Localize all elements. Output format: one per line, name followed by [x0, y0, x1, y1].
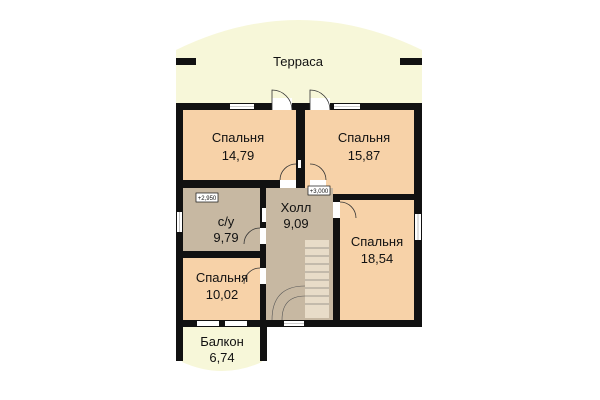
bedroom-2-name: Спальня [338, 130, 390, 145]
door-terrace-right [309, 89, 331, 111]
terrace-area [176, 20, 422, 103]
bathroom-name: с/у [218, 214, 235, 229]
svg-text:+3,000: +3,000 [310, 189, 329, 195]
hall-name: Холл [281, 200, 312, 215]
wall-niche [262, 208, 266, 222]
balcony-area-label: 6,74 [209, 350, 234, 365]
door-bedroom-2 [309, 163, 327, 188]
room-bedroom-1 [183, 110, 296, 180]
door-bathroom [243, 227, 266, 245]
terrace-label: Терраса [273, 54, 324, 69]
door-terrace-left [271, 89, 293, 111]
level-marker-hall: +3,000 [307, 185, 331, 196]
windows [177, 104, 421, 326]
door-bedroom-4 [243, 267, 266, 285]
hall-area: 9,09 [283, 216, 308, 231]
wall-niche-2 [298, 160, 301, 168]
terrace-post-left [176, 58, 196, 65]
bedroom-4-name: Спальня [196, 270, 248, 285]
level-marker-bathroom: +2,950 [195, 192, 219, 203]
balcony-post-left [176, 327, 183, 361]
balcony-name: Балкон [200, 334, 244, 349]
door-bedroom-1 [279, 163, 297, 188]
bedroom-1-area: 14,79 [222, 148, 255, 163]
balcony-area [182, 327, 262, 371]
door-bedroom-3 [333, 201, 357, 219]
terrace-post-right [400, 58, 422, 65]
svg-text:+2,950: +2,950 [198, 196, 217, 202]
room-bedroom-3 [340, 200, 414, 320]
bedroom-4-area: 10,02 [206, 287, 239, 302]
room-bedroom-4 [183, 258, 260, 320]
bedroom-3-area: 18,54 [361, 251, 394, 266]
bedroom-3-name: Спальня [351, 234, 403, 249]
bedroom-1-name: Спальня [212, 130, 264, 145]
bathroom-area: 9,79 [213, 230, 238, 245]
staircase [271, 240, 329, 321]
balcony-post-right [260, 327, 267, 361]
bedroom-2-area: 15,87 [348, 148, 381, 163]
